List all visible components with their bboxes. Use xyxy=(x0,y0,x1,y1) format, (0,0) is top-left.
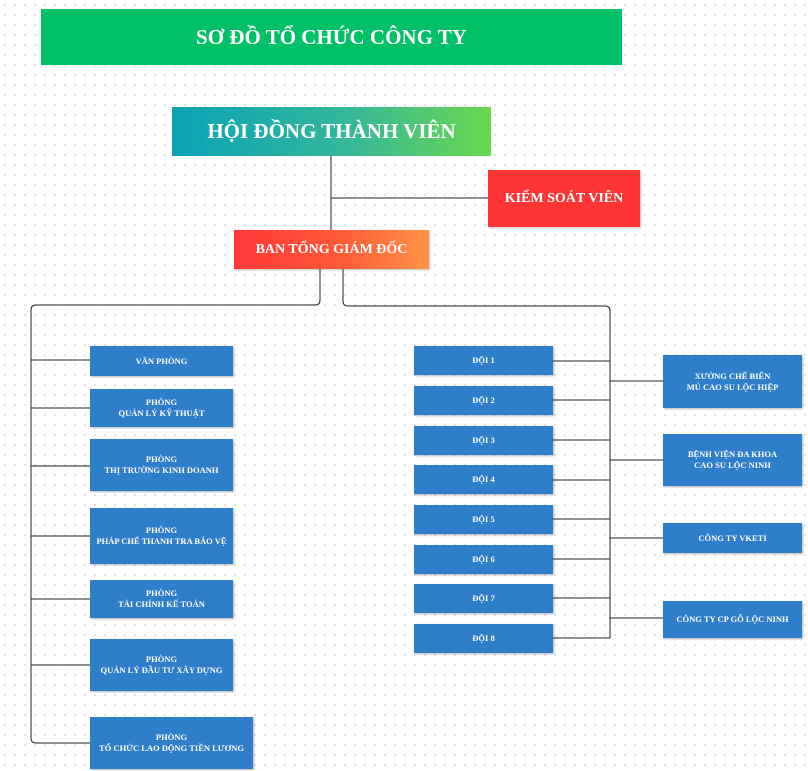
chart-title: SƠ ĐỒ TỔ CHỨC CÔNG TY xyxy=(41,9,622,65)
supervisor-node[interactable]: KIỂM SOÁT VIÊN xyxy=(488,170,640,227)
team-node[interactable]: ĐỘI 1 xyxy=(414,346,553,375)
department-node[interactable]: PHÒNG TỔ CHỨC LAO ĐỘNG TIỀN LƯƠNG xyxy=(90,717,253,769)
unit-node[interactable]: BỆNH VIỆN ĐA KHOA CAO SU LỘC NINH xyxy=(663,434,802,486)
team-node[interactable]: ĐỘI 7 xyxy=(414,584,553,613)
department-node[interactable]: PHÒNG QUẢN LÝ ĐẦU TƯ XÂY DỰNG xyxy=(90,639,233,691)
connector-ceo-right xyxy=(342,269,611,638)
department-node[interactable]: PHÒNG PHÁP CHẾ THANH TRA BẢO VỆ xyxy=(90,508,233,564)
unit-node[interactable]: XƯỞNG CHẾ BIẾN MỦ CAO SU LỘC HIỆP xyxy=(663,355,802,408)
team-node[interactable]: ĐỘI 2 xyxy=(414,386,553,415)
department-node[interactable]: VĂN PHÒNG xyxy=(90,346,233,376)
team-node[interactable]: ĐỘI 6 xyxy=(414,545,553,574)
department-node[interactable]: PHÒNG TÀI CHÍNH KẾ TOÁN xyxy=(90,580,233,618)
board-of-members-node[interactable]: HỘI ĐỒNG THÀNH VIÊN xyxy=(172,107,491,156)
general-directors-node[interactable]: BAN TỔNG GIÁM ĐỐC xyxy=(234,230,429,269)
team-node[interactable]: ĐỘI 5 xyxy=(414,505,553,534)
unit-node[interactable]: CÔNG TY CP GỖ LỘC NINH xyxy=(663,601,802,638)
department-node[interactable]: PHÒNG THỊ TRƯỜNG KINH DOANH xyxy=(90,439,233,491)
unit-node[interactable]: CÔNG TY VKETI xyxy=(663,523,802,553)
department-node[interactable]: PHÒNG QUẢN LÝ KỸ THUẬT xyxy=(90,389,233,427)
team-node[interactable]: ĐỘI 8 xyxy=(414,624,553,653)
team-node[interactable]: ĐỘI 3 xyxy=(414,426,553,455)
team-node[interactable]: ĐỘI 4 xyxy=(414,465,553,494)
connector-ceo-left xyxy=(30,269,321,744)
